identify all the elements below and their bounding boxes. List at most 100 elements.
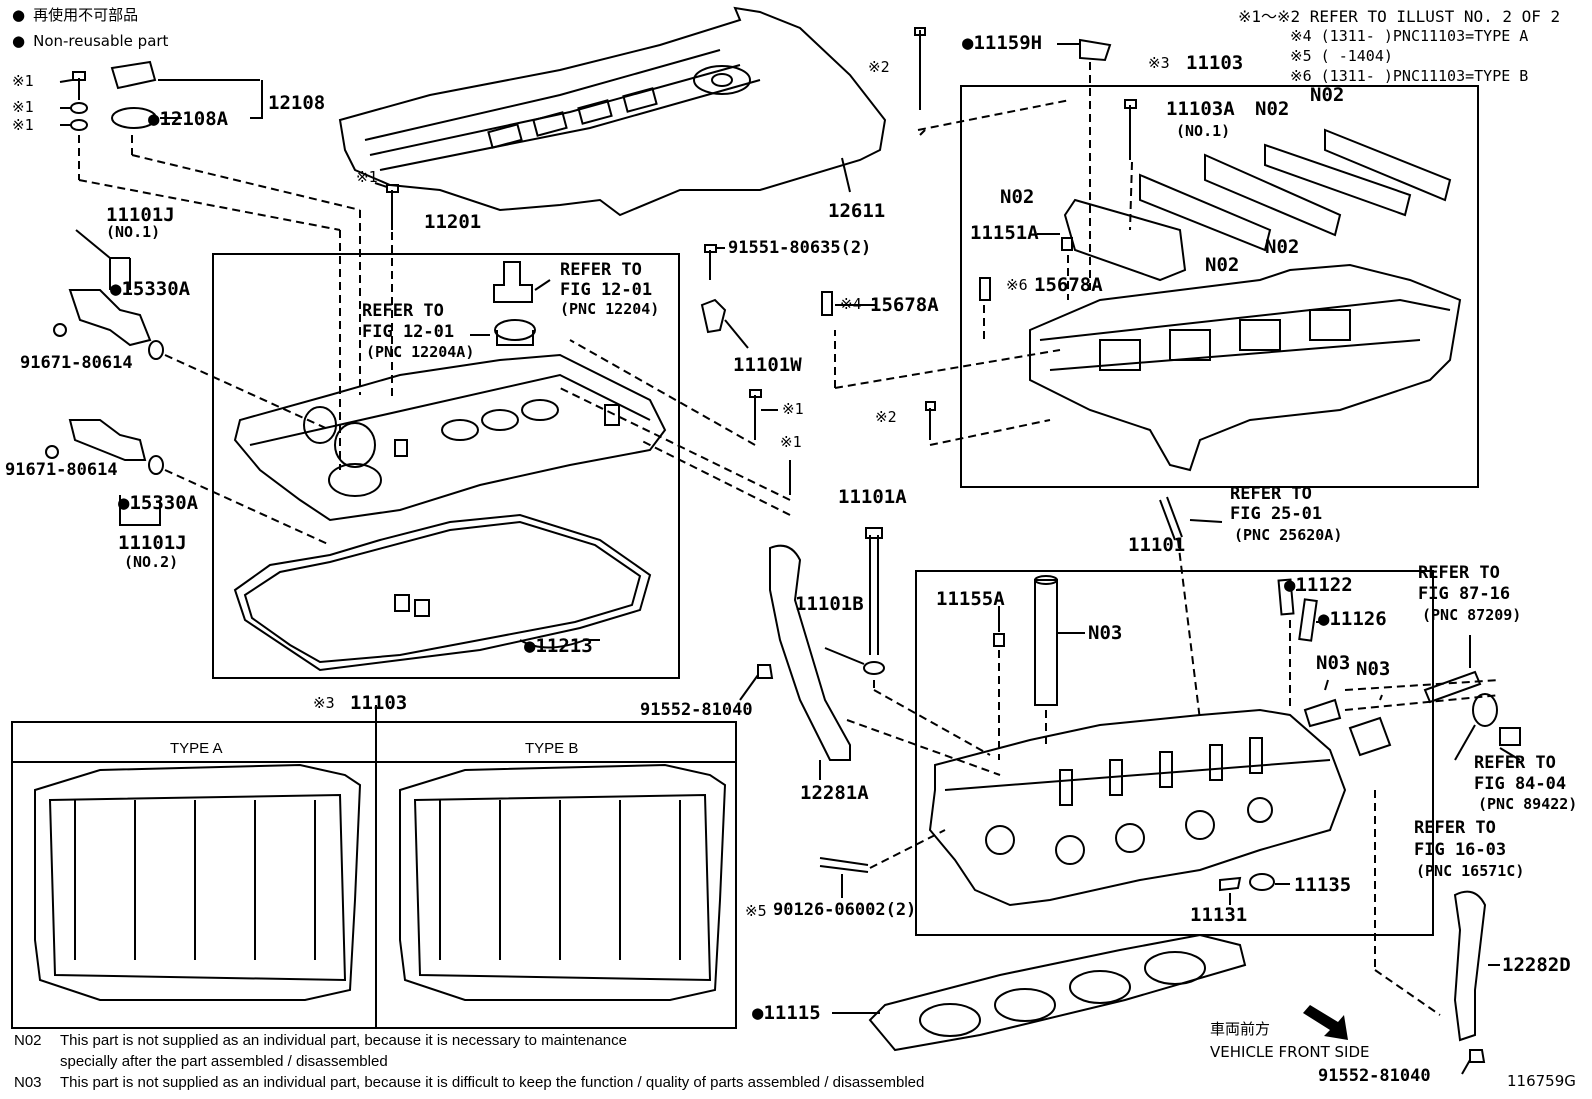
label-12108A-text: 12108A [159,108,229,130]
label-12611: 12611 [828,200,886,222]
mark-1-b: ※1 [12,98,34,116]
label-11122-text: 11122 [1295,574,1353,596]
label-11103-bottom: 11103 [350,692,408,714]
label-15678A-1: 15678A [870,294,939,316]
refer-12a-2: FIG 12-01 [362,322,455,342]
type-b-label: TYPE B [525,740,579,757]
label-n02-b: N02 [1255,98,1290,120]
refer-25-2: FIG 25-01 [1230,504,1323,524]
label-n03-a: N03 [1088,622,1123,644]
note-2: ※4 (1311- )PNC11103=TYPE A [1290,27,1529,45]
label-11213-text: 11213 [535,635,593,657]
label-11213: 11213 [524,635,593,657]
bearing-caps-shape [1063,128,1452,282]
label-11101J-1: 11101J [106,204,175,226]
label-11159H: 11159H [962,34,1042,53]
refer-84-1: REFER TO [1474,753,1556,773]
engine-cover-shape [338,6,887,217]
refer-25-1: REFER TO [1230,484,1312,504]
mark-1-cover: ※1 [356,168,378,186]
legend-jp-text: 再使用不可部品 [33,6,139,24]
mark-5: ※5 [745,902,767,920]
label-11126: 11126 [1318,610,1386,629]
label-11115-text: 11115 [763,1002,821,1024]
label-11103-top: 11103 [1186,52,1244,74]
label-11103A: 11103A [1166,98,1235,120]
label-11159H-text: 11159H [973,32,1043,54]
label-n02-c: N02 [1000,186,1035,208]
label-no1: (NO.1) [106,223,161,241]
note-3: ※5 ( -1404) [1290,47,1393,65]
footnote-n02-line2: specially after the part assembled / dis… [60,1053,388,1070]
label-11101W: 11101W [733,354,802,376]
type-comparison-box [11,721,737,1029]
label-12281A: 12281A [800,782,869,804]
note-1: ※1～※2 REFER TO ILLUST NO. 2 OF 2 [1238,7,1561,26]
label-n03-b: N03 [1316,652,1351,674]
label-90126: 90126-06002(2) [773,900,917,920]
label-15330A-1-text: 15330A [121,278,191,300]
cylinder-head-group-box [915,570,1434,936]
ocv-solenoids-shape [45,289,164,475]
refer-16-2: FIG 16-03 [1414,840,1507,860]
legend-en: Non-reusable part [12,34,168,49]
refer-84-3: (PNC 89422) [1478,795,1578,813]
footnote-n03-code: N03 [14,1074,42,1091]
label-n02-e: N02 [1205,254,1240,276]
label-12282D: 12282D [1502,954,1571,976]
label-11101A: 11101A [838,486,907,508]
label-n02-a: N02 [1310,84,1345,106]
type-b-outline [399,763,727,1001]
mark-2-b: ※2 [875,408,897,426]
label-no2: (NO.2) [124,553,179,571]
label-91552-1: 91552-81040 [640,700,753,720]
refer-25-3: (PNC 25620A) [1234,526,1343,544]
label-12108A: 12108A [148,110,228,129]
front-en: VEHICLE FRONT SIDE [1210,1043,1370,1061]
vehicle-front-arrow-icon [1303,1005,1348,1040]
label-12108: 12108 [268,92,326,114]
front-jp: 車両前方 [1210,1020,1271,1038]
legend-en-text: Non-reusable part [33,32,169,50]
camshaft-housing-shape [1029,263,1462,472]
head-cover-gasket-shape [233,513,652,672]
refer-87-1: REFER TO [1418,563,1500,583]
label-11201: 11201 [424,211,482,233]
mark-4: ※4 [840,295,862,313]
label-91671-1: 91671-80614 [20,353,133,373]
label-91671-2: 91671-80614 [5,460,118,480]
label-15330A-2-text: 15330A [129,492,199,514]
mark-1-d: ※1 [782,400,804,418]
label-no1b: (NO.1) [1176,122,1231,140]
camshaft-housing-group-box [960,85,1479,488]
label-11101: 11101 [1128,534,1186,556]
mark-6: ※6 [1006,276,1028,294]
label-15678A-2: 15678A [1034,274,1103,296]
label-11135: 11135 [1294,874,1352,896]
label-n02-d: N02 [1265,236,1300,258]
label-91551: 91551-80635(2) [728,238,872,258]
label-11131: 11131 [1190,904,1248,926]
label-11101J-2: 11101J [118,532,187,554]
refer-12a-3: (PNC 12204A) [366,343,475,361]
type-a-outline [34,763,362,1001]
cover-group-box [212,253,680,679]
mark-3-a: ※3 [1148,54,1170,72]
mark-1-c: ※1 [12,116,34,134]
footnote-n03-line1: This part is not supplied as an individu… [60,1074,925,1091]
head-cover-shape [233,353,667,522]
label-11151A: 11151A [970,222,1039,244]
refer-84-2: FIG 84-04 [1474,774,1567,794]
refer-16-3: (PNC 16571C) [1416,862,1525,880]
mark-3-b: ※3 [313,694,335,712]
refer-12b-2: FIG 12-01 [560,280,653,300]
refer-87-3: (PNC 87209) [1422,606,1522,624]
cylinder-head-shape [928,708,1347,907]
footnote-n02-code: N02 [14,1032,42,1049]
label-15330A-2: 15330A [118,494,198,513]
label-11122: 11122 [1284,574,1353,596]
illustration-number: 116759G [1507,1072,1576,1090]
refer-12b-1: REFER TO [560,260,642,280]
refer-16-1: REFER TO [1414,818,1496,838]
